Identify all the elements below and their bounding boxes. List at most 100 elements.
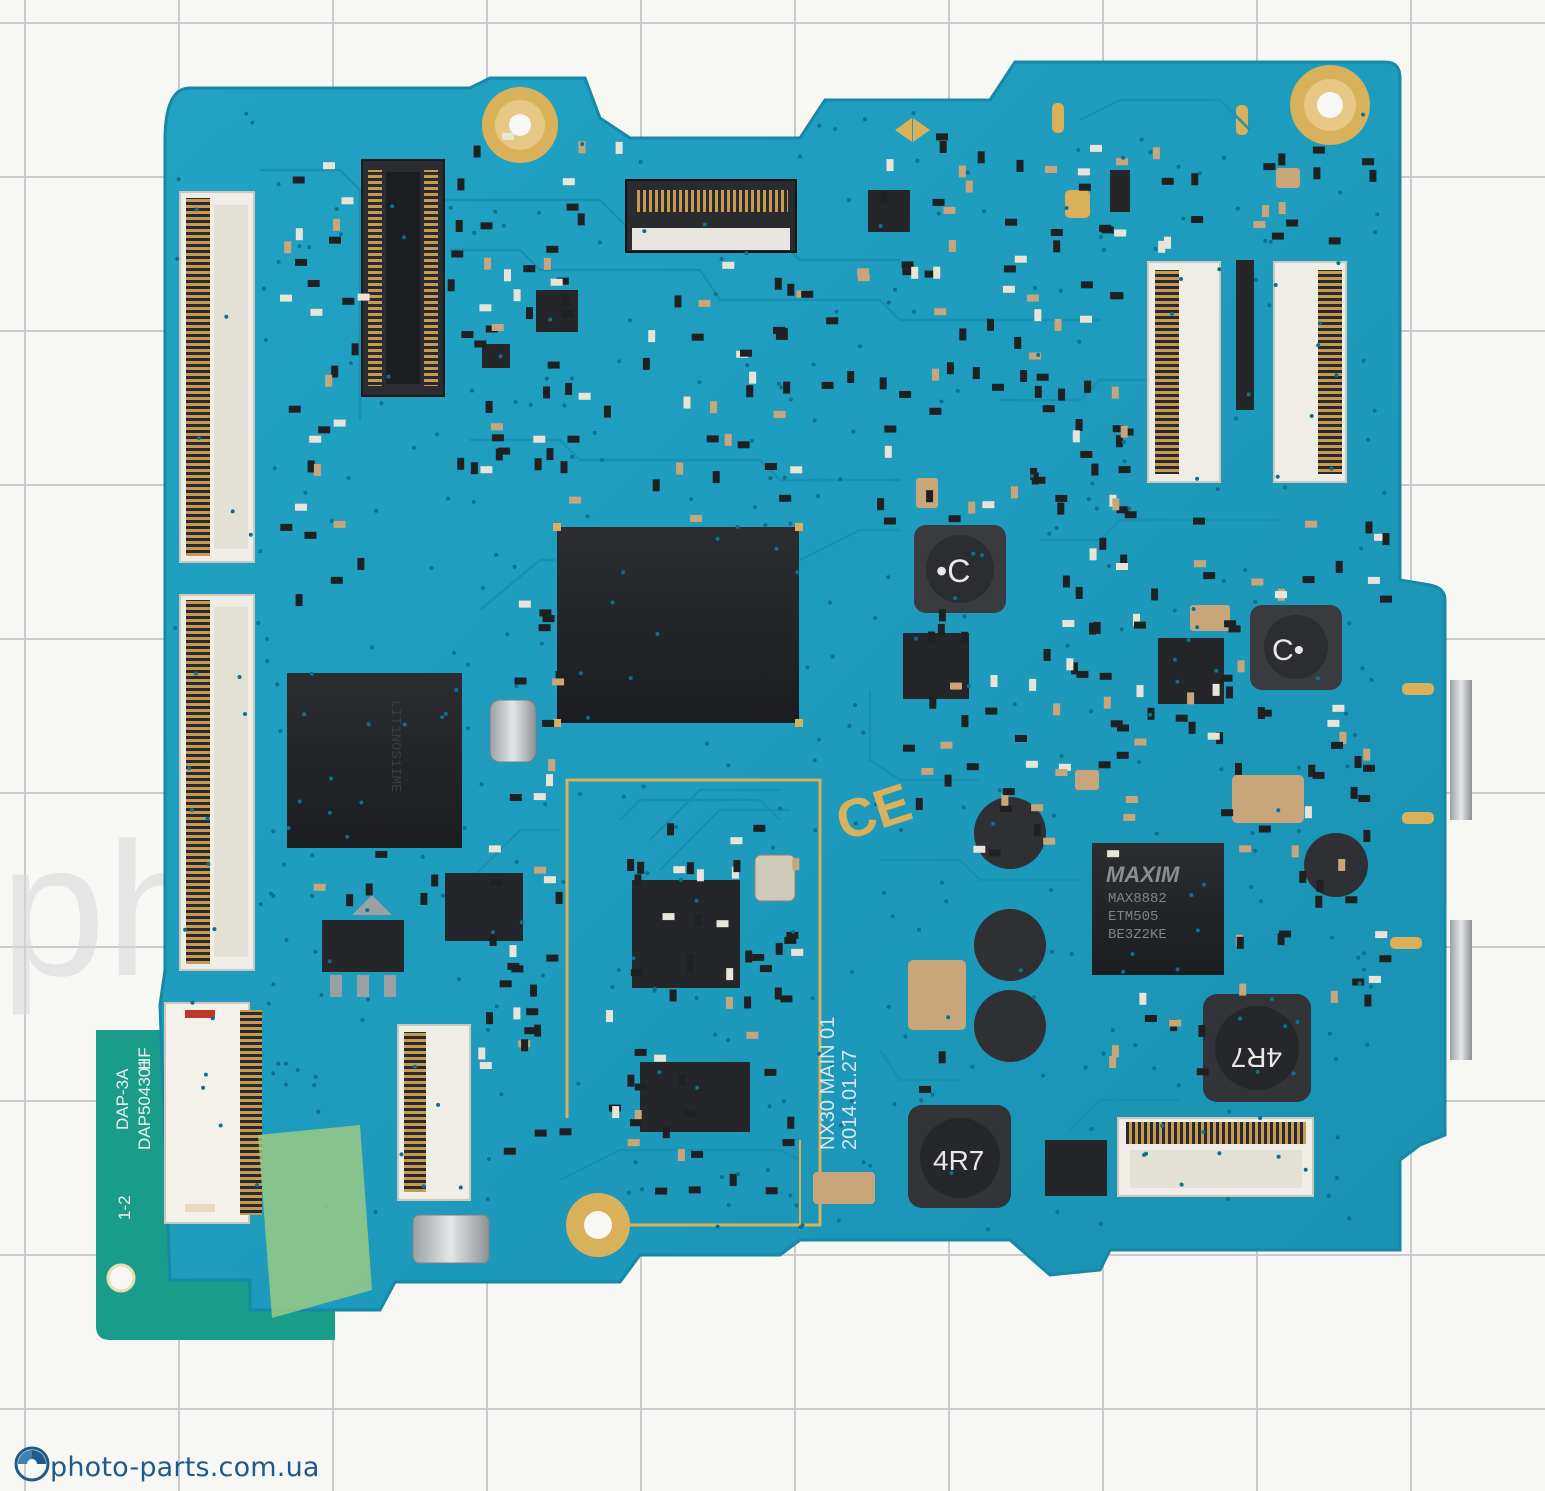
smd-part [1116,506,1129,514]
via [1144,1151,1148,1156]
via [505,632,510,637]
inductor-c-left-label: •C [936,553,970,589]
via [258,549,263,554]
smd-part [1014,255,1027,263]
via [580,142,585,147]
via [1160,1123,1165,1128]
via [1273,283,1278,287]
via [1051,813,1056,818]
via [359,800,364,805]
via [886,300,891,305]
smd-part [534,1024,542,1037]
smd-part [982,501,995,509]
via [1175,967,1180,972]
smd-part [578,392,591,400]
smd-part [1133,613,1140,626]
smd-part [880,191,888,204]
smd-part [1139,992,1147,1005]
smd-part [634,874,642,887]
via [472,230,477,235]
via [1217,267,1222,272]
via [1148,712,1153,717]
via [795,570,800,575]
smd-part [903,744,915,752]
smd-part [1058,763,1071,771]
smd-part [1221,809,1234,817]
via [1296,829,1301,833]
smd-part [1304,806,1312,819]
smd-part [627,1074,635,1087]
smd-part [1239,983,1247,996]
smd-part [937,623,945,636]
smd-part [1111,1045,1119,1058]
fpc-connector-flex [164,1002,262,1224]
smd-part [538,624,551,632]
via [833,127,838,132]
crystal-oscillators [412,680,1472,1264]
smd-part [1134,621,1146,629]
inductor-4r7-right-label: 4R7 [1231,1042,1282,1073]
smd-part [473,145,481,158]
smd-part [530,984,537,997]
via [778,806,783,811]
via [617,967,621,972]
smd-part [712,471,720,484]
via [794,1203,799,1208]
smd-part [1015,735,1027,742]
smd-part [662,1126,670,1139]
smd-part [346,894,354,907]
via [1338,190,1343,195]
smd-part [1152,147,1160,160]
smd-part [737,441,750,449]
via [1226,1197,1230,1202]
via [578,671,583,676]
via [366,997,370,1002]
via [719,1175,724,1179]
smd-part [787,1116,795,1129]
via [980,553,984,558]
via [617,359,622,364]
smd-part [1066,658,1074,671]
via [1356,955,1361,960]
via [271,829,276,834]
via [1018,968,1023,973]
smd-part [546,448,554,461]
via [327,959,332,964]
via [1089,709,1093,714]
via [1139,137,1144,142]
maxim-line1: MAX8882 [1108,891,1167,907]
smd-part [939,141,947,153]
smd-part [987,318,994,331]
smd-part [1251,578,1264,586]
smd-part [1220,674,1233,682]
via [210,1016,215,1021]
via [749,438,754,443]
smd-part [491,324,504,331]
smd-part [480,466,493,474]
via [471,500,476,504]
via [1195,625,1200,630]
via [316,1109,321,1114]
via [365,908,370,913]
via [817,737,821,742]
via [307,245,311,250]
via [485,1027,490,1032]
smd-part [724,433,732,446]
via [1366,437,1371,442]
smd-part [958,165,966,178]
via [401,235,406,240]
via [621,794,626,799]
smd-part [691,1150,704,1158]
smd-part [961,631,969,644]
via [1148,150,1153,155]
via [1334,373,1339,378]
via [1121,969,1126,974]
via [645,871,650,876]
via [286,826,291,830]
via [970,1064,975,1069]
smd-part [746,1031,759,1039]
via [655,632,660,636]
via [413,1064,417,1069]
via [429,566,434,570]
smd-part [1075,419,1083,431]
